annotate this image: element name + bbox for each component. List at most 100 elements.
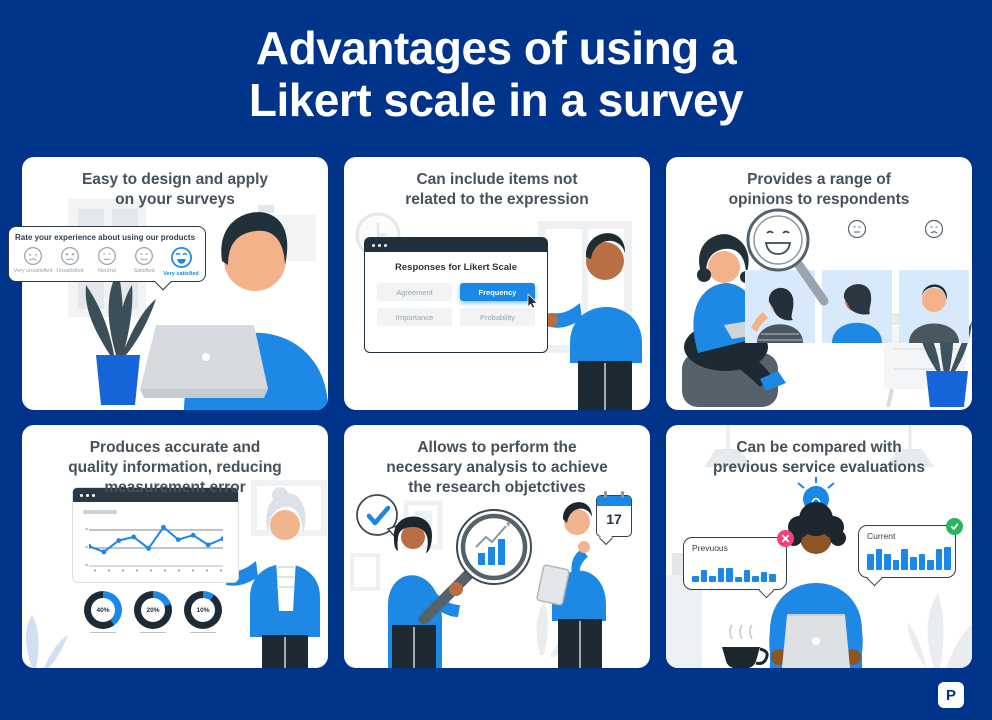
rating-scale: Very unsatisfied Unsatisfied Neutral Sat… (13, 246, 199, 277)
window-dot-icon (86, 493, 89, 497)
previous-bar-chart (692, 556, 776, 582)
magnifier-happy-icon (746, 208, 829, 306)
rating-popup-title: Rate your experience about using our pro… (15, 233, 196, 242)
panel3-scene (666, 157, 972, 410)
rating-label: Neutral (98, 268, 116, 274)
option-frequency-button[interactable]: Frequency (460, 283, 538, 308)
rating-unsatisfied[interactable]: Unsatisfied (52, 246, 88, 274)
previous-evaluation-bubble: Prevuous (683, 530, 794, 599)
likert-responses-window: Responses for Likert Scale Agreement Fre… (364, 237, 548, 353)
afro-hair (786, 502, 846, 546)
donut-value: 40% (91, 598, 115, 622)
donut-40: 40% (84, 591, 122, 633)
respondent-happy-bust (751, 287, 803, 343)
panel5-scene: 17 (344, 425, 650, 668)
panel5-illustration (350, 494, 606, 668)
panel1-heading: Easy to design and apply on your surveys (81, 171, 269, 209)
panel2-scene (344, 157, 650, 410)
sad-emoji-icon (924, 219, 944, 239)
calendar-header (597, 491, 631, 506)
donut-charts: 40% 20% 10% (84, 591, 222, 633)
panel-items-not-related: Can include items not related to the exp… (344, 157, 650, 410)
page-title-line2: Likert scale in a survey (248, 74, 744, 127)
line-chart (85, 524, 223, 572)
panel3-heading: Provides a range of opinions to responde… (728, 171, 910, 209)
calendar-day: 17 (606, 511, 622, 527)
calendar-bubble: 17 (596, 491, 632, 546)
window-dot-icon (384, 243, 387, 247)
panel6-heading: Can be compared with previous service ev… (713, 439, 925, 477)
respondent-neutral-bust (832, 284, 882, 343)
panel6-illustration (666, 425, 972, 668)
rating-label: Very unsatisfied (13, 268, 53, 274)
panel6-scene: Prevuous Current (666, 425, 972, 668)
page-title: Advantages of using a Likert scale in a … (0, 22, 992, 127)
rating-very-unsatisfied[interactable]: Very unsatisfied (13, 246, 53, 274)
neutral-emoji-icon (847, 219, 867, 239)
donut-caption-line (140, 632, 166, 633)
panel1-illustration (68, 199, 328, 410)
rating-face-icon (135, 247, 153, 265)
panel-necessary-analysis: 17 Allows to perform the necessary analy… (344, 425, 650, 668)
check-badge-icon (946, 518, 963, 535)
rating-very-satisfied-selected[interactable]: Very satisfied (163, 246, 199, 277)
window-titlebar (73, 488, 238, 502)
donut-caption-line (90, 632, 116, 633)
donut-value: 20% (141, 598, 165, 622)
panel1-scene (22, 157, 328, 410)
panel4-scene: 40% 20% 10% (22, 425, 328, 668)
chart-legend-dash (83, 510, 117, 514)
window-dot-icon (378, 243, 381, 247)
option-agreement-button[interactable]: Agreement (377, 283, 452, 301)
respondent-sad-bust (909, 284, 959, 343)
brand-logo[interactable]: P (938, 682, 964, 708)
magnifier-bar-chart-icon (475, 522, 510, 565)
donut-10: 10% (184, 591, 222, 633)
line-chart-container (73, 502, 238, 574)
rating-face-icon (24, 247, 42, 265)
panel4-heading: Produces accurate and quality informatio… (68, 439, 282, 497)
donut-ring: 40% (84, 591, 122, 629)
respondent-card-sad (899, 270, 969, 343)
window-dot-icon (92, 493, 95, 497)
rating-popup: Rate your experience about using our pro… (8, 226, 206, 291)
current-bar-chart (867, 544, 951, 570)
current-evaluation-bubble: Current (858, 518, 963, 587)
panel2-illustration (355, 212, 642, 410)
option-importance-button[interactable]: Importance (377, 308, 452, 326)
window-dot-icon (80, 493, 83, 497)
panel-easy-to-design: Easy to design and apply on your surveys… (8, 157, 328, 410)
rating-label: Satisfied (133, 268, 155, 274)
current-label: Current (867, 531, 896, 541)
window-titlebar (365, 238, 547, 252)
donut-caption-line (190, 632, 216, 633)
panel-range-of-opinions: Provides a range of opinions to responde… (666, 157, 972, 410)
option-probability-button[interactable]: Probability (460, 308, 535, 326)
donut-20: 20% (134, 591, 172, 633)
donut-value: 10% (191, 598, 215, 622)
previous-label: Prevuous (692, 543, 728, 553)
rating-neutral[interactable]: Neutral (89, 246, 125, 274)
panel-compare-evaluations: Prevuous Current Can be compared with pr… (666, 425, 972, 668)
rating-face-icon (61, 247, 79, 265)
donut-ring: 10% (184, 591, 222, 629)
rating-satisfied[interactable]: Satisfied (126, 246, 162, 274)
response-options: Agreement Frequency Importance Probabili… (365, 273, 547, 326)
x-badge-icon (777, 530, 794, 547)
x-tick-dots (94, 569, 222, 572)
rating-label: Unsatisfied (56, 268, 84, 274)
rating-face-icon (170, 247, 192, 268)
donut-ring: 20% (134, 591, 172, 629)
line-series (89, 524, 223, 555)
rating-label: Very satisfied (163, 271, 199, 277)
rating-face-icon (98, 247, 116, 265)
mouse-cursor-icon (527, 294, 538, 308)
window-dot-icon (372, 243, 375, 247)
brand-logo-letter: P (945, 686, 956, 704)
panel2-heading: Can include items not related to the exp… (405, 171, 589, 209)
panel-accurate-information: 40% 20% 10% Produces accurate and qualit… (22, 425, 328, 668)
panel5-heading: Allows to perform the necessary analysis… (386, 439, 608, 497)
option-frequency-label: Frequency (478, 287, 517, 297)
coffee-cup-icon (722, 624, 769, 668)
analytics-window (72, 487, 239, 583)
